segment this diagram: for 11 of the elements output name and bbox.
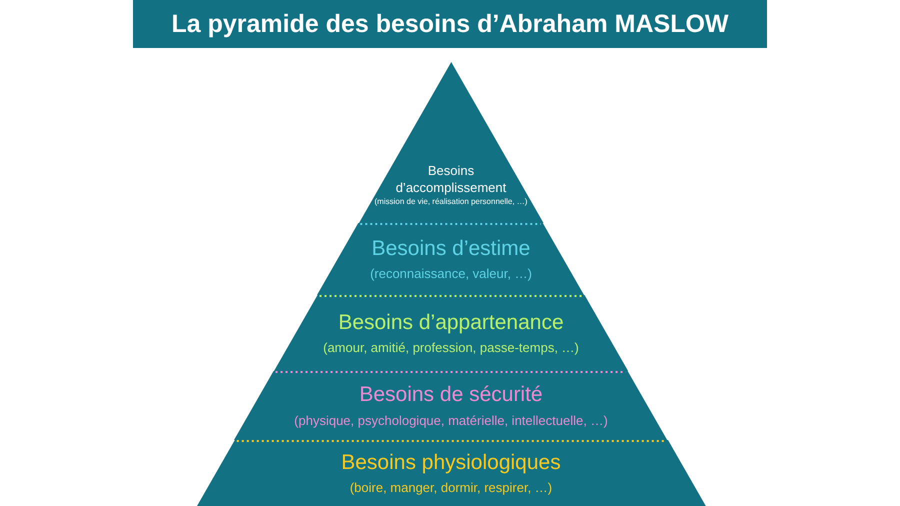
level-examples: (reconnaissance, valeur, …) (370, 266, 532, 284)
level-heading: Besoins de sécurité (359, 382, 543, 408)
level-heading: Besoins d’appartenance (338, 310, 564, 336)
level-heading: Besoins physiologiques (341, 450, 561, 476)
level-examples: (mission de vie, réalisation personnelle, …) (374, 196, 528, 207)
title-banner: La pyramide des besoins d’Abraham MASLOW (133, 0, 767, 48)
level-examples: (physique, psychologique, matérielle, intellectuelle, …) (294, 412, 608, 430)
level-examples: (boire, manger, dormir, respirer, …) (350, 480, 552, 498)
level-heading: Besoins d’estime (372, 236, 530, 262)
level-examples: (amour, amitié, profession, passe-temps, …) (323, 340, 579, 358)
level-heading: Besoins d’accomplissement (394, 162, 508, 197)
